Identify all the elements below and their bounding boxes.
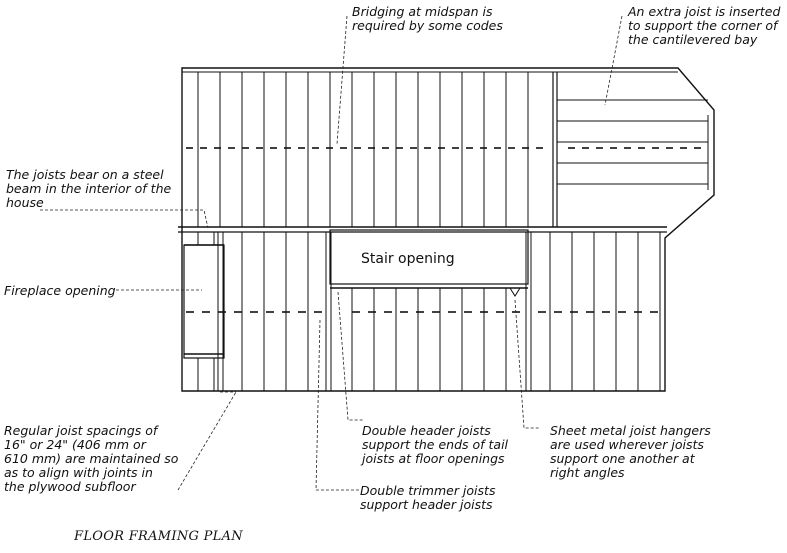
steel-beam bbox=[178, 226, 667, 233]
bridging-lines bbox=[186, 147, 701, 313]
leader-double-trimmer bbox=[315, 319, 360, 491]
leader-extra-joist bbox=[604, 15, 623, 106]
label-double-header: Double header joists support the ends of… bbox=[362, 423, 509, 466]
leader-lines bbox=[40, 15, 623, 491]
label-bridging: Bridging at midspan is required by some … bbox=[352, 4, 503, 33]
label-fireplace: Fireplace opening bbox=[4, 283, 116, 298]
plan-outline bbox=[181, 67, 715, 392]
label-double-trimmer: Double trimmer joists support header joi… bbox=[360, 483, 496, 512]
framing-plan bbox=[178, 67, 715, 392]
leader-bridging bbox=[336, 15, 348, 145]
leader-steel-beam bbox=[40, 209, 209, 229]
fireplace-opening-frame bbox=[183, 232, 225, 391]
label-stair-opening: Stair opening bbox=[361, 251, 455, 267]
label-steel-beam: The joists bear on a steel beam in the i… bbox=[6, 167, 172, 210]
joist-hanger bbox=[509, 287, 521, 297]
upper-joists bbox=[197, 72, 529, 227]
diagram-title: FLOOR FRAMING PLAN bbox=[74, 529, 243, 544]
label-extra-joist: An extra joist is inserted to support th… bbox=[628, 4, 781, 47]
leader-hangers bbox=[514, 299, 540, 429]
label-joist-hangers: Sheet metal joist hangers are used where… bbox=[550, 423, 711, 480]
label-regular-spacing: Regular joist spacings of 16" or 24" (40… bbox=[4, 423, 179, 494]
stair-opening-frame bbox=[325, 229, 532, 391]
lower-joists bbox=[197, 232, 661, 391]
leader-double-header bbox=[337, 291, 363, 421]
cantilever-bay-joists bbox=[557, 99, 708, 185]
leader-regular bbox=[177, 391, 237, 491]
